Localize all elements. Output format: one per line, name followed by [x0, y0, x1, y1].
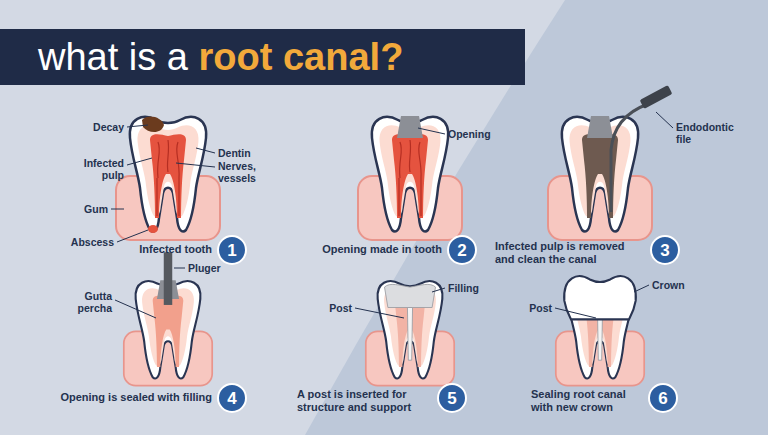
plugger [164, 252, 173, 305]
filling [385, 284, 436, 307]
leader-line [117, 230, 148, 242]
leader-line [115, 300, 156, 318]
callout-number: 4 [217, 383, 247, 413]
part-label: Pluger [188, 262, 221, 274]
infected-tooth [116, 116, 220, 240]
leader-line [127, 125, 148, 127]
leader-line [176, 163, 215, 167]
endodontic-file [640, 85, 673, 109]
step-number: 5 [447, 390, 456, 407]
step-number: 4 [227, 390, 236, 407]
callout-number: 2 [447, 235, 477, 265]
opened-tooth [392, 134, 428, 218]
part-label: Nerves, vessels [218, 160, 266, 184]
infected-tooth [130, 117, 206, 231]
part-label: Gutta percha [68, 290, 112, 314]
part-label: Filling [448, 282, 479, 294]
part-label: Decay [93, 121, 124, 133]
leader-line [127, 158, 152, 165]
crowned-tooth [556, 276, 644, 386]
leader-line [634, 285, 649, 292]
decay [142, 116, 164, 132]
step-number: 3 [660, 242, 669, 259]
callout-number: 3 [650, 235, 680, 265]
part-label: Gum [84, 203, 108, 215]
step-number: 6 [658, 390, 667, 407]
part-label: Crown [652, 279, 685, 291]
leader-line [196, 148, 215, 153]
part-label: Abscess [71, 236, 114, 248]
step-caption: Sealing root canal with new crown [531, 388, 643, 413]
step-caption: A post is inserted for structure and sup… [297, 388, 432, 413]
step-caption: Infected pulp is removed and clean the c… [495, 240, 645, 265]
leader-line [432, 288, 445, 292]
opened-tooth [358, 116, 462, 240]
callout-number: 5 [437, 383, 467, 413]
opened-tooth [397, 116, 423, 138]
part-label: Endodontic file [676, 121, 740, 145]
title-accent: root canal? [199, 36, 404, 78]
part-label: Post [329, 302, 352, 314]
abscess [148, 225, 158, 233]
post-tooth [366, 281, 454, 386]
leader-line [111, 209, 124, 210]
cleaned-tooth [548, 116, 652, 240]
title-bar [0, 29, 525, 85]
infected-tooth [150, 134, 186, 218]
part-label: Post [529, 302, 552, 314]
step-caption: Opening made in tooth [322, 243, 442, 256]
cleaned-tooth [587, 116, 613, 138]
callout-number: 6 [648, 383, 678, 413]
step-number: 1 [227, 242, 236, 259]
post [407, 308, 412, 361]
leader-line [555, 308, 596, 318]
step-caption: Infected tooth [139, 243, 212, 256]
part-label: Opening [448, 128, 491, 140]
part-label: Infected pulp [76, 157, 124, 181]
step-caption: Opening is sealed with filling [60, 391, 212, 404]
leader-line [656, 112, 673, 128]
title-part: what is a [38, 36, 199, 78]
title: what is a root canal? [38, 29, 403, 85]
endodontic-file [611, 85, 672, 212]
filled-tooth [153, 296, 184, 367]
leader-line [174, 268, 185, 269]
step-number: 2 [457, 242, 466, 259]
leader-line [355, 308, 404, 318]
post-tooth [378, 281, 443, 378]
leader-line [418, 128, 445, 134]
part-label: Dentin [218, 147, 251, 159]
leader-line [111, 112, 673, 318]
callout-number: 1 [217, 235, 247, 265]
endodontic-file [611, 104, 648, 212]
